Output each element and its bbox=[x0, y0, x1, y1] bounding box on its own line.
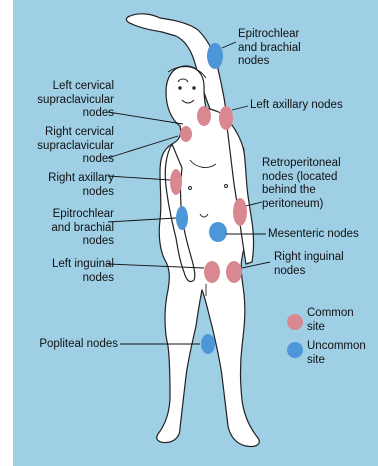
legend-swatches bbox=[287, 314, 303, 358]
legend-common-label: Common site bbox=[307, 307, 354, 334]
right-axillary-node bbox=[170, 169, 182, 195]
legend-uncommon-swatch bbox=[287, 342, 303, 358]
label-mesenteric: Mesenteric nodes bbox=[268, 228, 359, 242]
label-epitrochlear-right: Epitrochlear and brachial nodes bbox=[238, 28, 301, 69]
right-cervical-node bbox=[197, 106, 211, 126]
popliteal-node bbox=[201, 334, 215, 354]
label-left-cervical: Left cervical supraclavicular nodes bbox=[14, 80, 114, 121]
legend-common-swatch bbox=[287, 314, 303, 330]
legend-uncommon-label: Uncommon site bbox=[307, 340, 366, 367]
label-retroperitoneal: Retroperitoneal nodes (located behind th… bbox=[262, 157, 341, 211]
left-axillary-node bbox=[219, 106, 233, 130]
right-inguinal-node bbox=[226, 261, 242, 283]
label-left-inguinal: Left inguinal nodes bbox=[14, 258, 114, 285]
label-epitrochlear-left: Epitrochlear and brachial nodes bbox=[14, 208, 114, 249]
label-right-axillary: Right axillary nodes bbox=[14, 172, 114, 199]
retroperitoneal-node bbox=[233, 198, 247, 226]
body-outline bbox=[126, 14, 259, 447]
label-popliteal: Popliteal nodes bbox=[14, 338, 118, 352]
label-right-inguinal: Right inguinal nodes bbox=[274, 251, 344, 278]
mesenteric-node bbox=[209, 222, 227, 242]
epitrochlear-right-node bbox=[207, 43, 223, 69]
left-cervical-node bbox=[180, 126, 192, 142]
label-left-axillary: Left axillary nodes bbox=[250, 99, 343, 113]
left-inguinal-node bbox=[204, 261, 220, 283]
epitrochlear-left-node bbox=[176, 206, 188, 230]
label-right-cervical: Right cervical supraclavicular nodes bbox=[14, 126, 114, 167]
